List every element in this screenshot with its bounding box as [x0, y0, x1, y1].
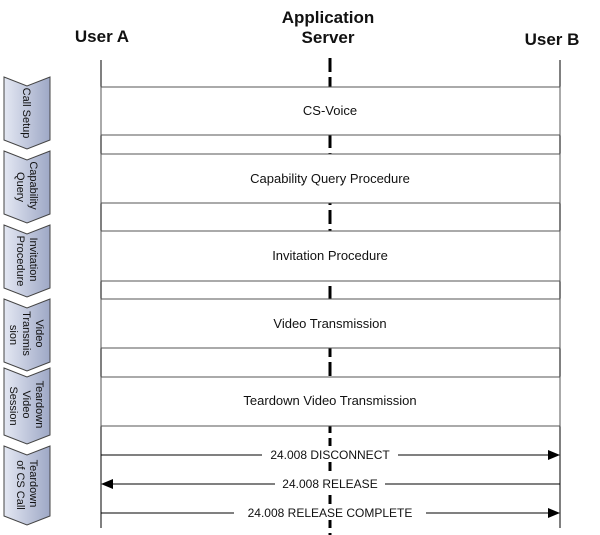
phase-label-line: Procedure	[14, 236, 26, 287]
procedure-label: Video Transmission	[273, 316, 386, 331]
message-disconnect: 24.008 DISCONNECT	[101, 446, 560, 462]
procedure-label: Capability Query Procedure	[250, 171, 410, 186]
phase-label-line: Video	[33, 320, 45, 348]
phase-label: Capability Query	[14, 161, 39, 212]
user-a-label: User A	[74, 27, 130, 46]
phase-invitation-procedure: Invitation Procedure	[3, 224, 51, 298]
procedure-label: Teardown Video Transmission	[243, 393, 416, 408]
phase-label: Video Transmis sion	[7, 311, 45, 359]
phase-teardown-video-session: Teardown Video Session	[3, 367, 51, 445]
user-b-label: User B	[524, 30, 580, 49]
phase-label: Invitation Procedure	[14, 236, 39, 287]
procedure-label: CS-Voice	[303, 103, 357, 118]
message-release: 24.008 RELEASE	[101, 475, 560, 491]
procedure-box-capability-query: Capability Query Procedure	[100, 153, 561, 204]
procedure-box-invitation: Invitation Procedure	[100, 230, 561, 282]
phase-label-line: Video	[20, 391, 32, 419]
phase-label-line: Teardown	[33, 381, 45, 429]
message-label: 24.008 RELEASE COMPLETE	[248, 506, 413, 520]
message-label: 24.008 DISCONNECT	[270, 448, 390, 462]
phase-label-line: of CS Call	[14, 460, 26, 510]
phase-label-line: Invitation	[27, 237, 39, 281]
user-a-header: User A	[62, 27, 142, 47]
procedure-box-video-transmission: Video Transmission	[100, 298, 561, 349]
phase-label-line: Transmis	[20, 311, 32, 356]
phase-capability-query: Capability Query	[3, 150, 51, 224]
phase-label-line: Teardown	[27, 460, 39, 508]
message-release-complete: 24.008 RELEASE COMPLETE	[101, 504, 560, 520]
phase-label: Teardown Video Session	[7, 381, 45, 432]
application-server-header: Application Server	[258, 8, 398, 48]
phase-call-setup: Call Setup	[3, 76, 51, 150]
server-label-line1: Application	[281, 8, 375, 27]
phase-label-line: Session	[7, 386, 19, 425]
message-label: 24.008 RELEASE	[282, 477, 377, 491]
procedure-box-cs-voice: CS-Voice	[100, 86, 561, 136]
server-label-line2: Server	[301, 28, 355, 47]
phase-teardown-cs-call: Teardown of CS Call	[3, 445, 51, 526]
procedure-label: Invitation Procedure	[272, 248, 388, 263]
phase-label: Call Setup	[20, 88, 32, 139]
procedure-box-teardown-video: Teardown Video Transmission	[100, 376, 561, 427]
phase-label: Teardown of CS Call	[14, 460, 39, 511]
user-b-header: User B	[512, 30, 592, 50]
phase-label-line: Capability	[27, 161, 39, 210]
phase-video-transmission: Video Transmis sion	[3, 298, 51, 372]
phase-label-line: Query	[14, 172, 26, 202]
phase-label-line: sion	[7, 325, 19, 345]
phase-label-line: Call Setup	[20, 88, 32, 139]
